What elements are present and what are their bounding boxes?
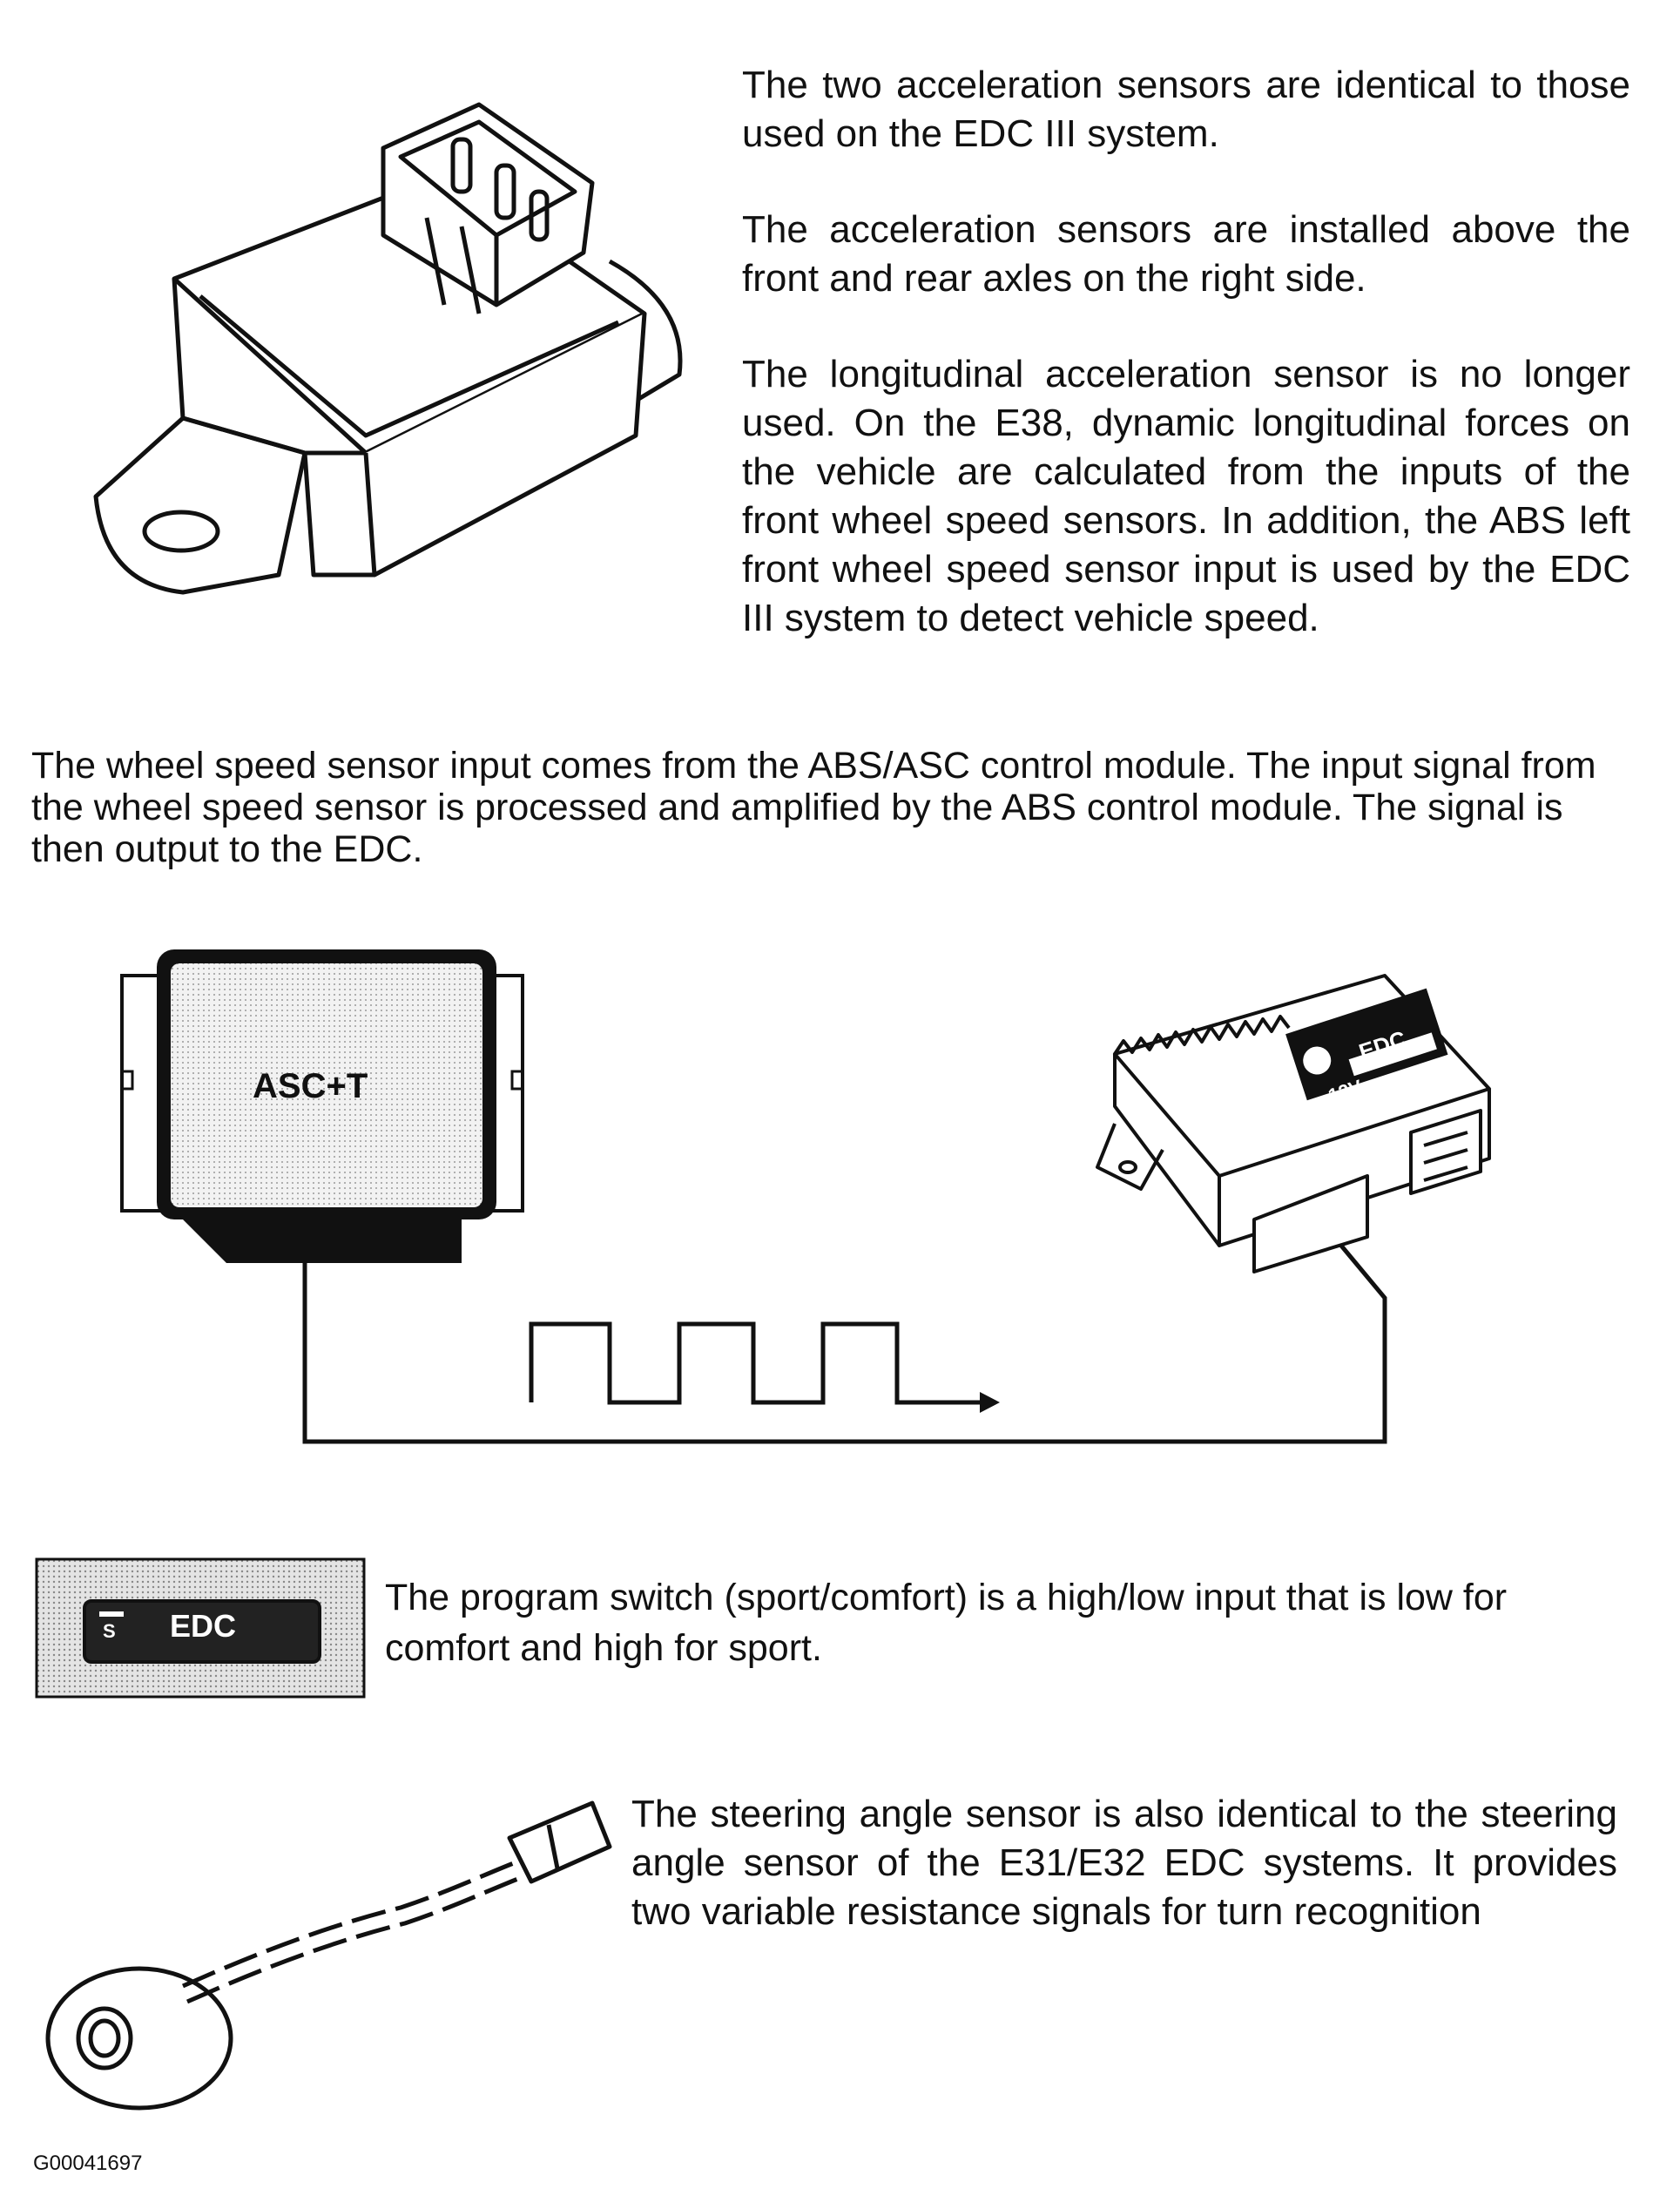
intro-paragraph-3: The longitudinal acceleration sensor is …: [742, 353, 1630, 639]
intro-paragraph-1: The two acceleration sensors are identic…: [742, 64, 1630, 155]
program-switch[interactable]: [35, 1557, 366, 1699]
steering-angle-sensor-illustration: [45, 1800, 612, 2111]
asc-label: ASC+T: [253, 1067, 368, 1105]
switch-edc-label: EDC: [170, 1608, 237, 1644]
intro-paragraph-2: The acceleration sensors are installed a…: [742, 208, 1630, 300]
program-switch-text: The program switch (sport/comfort) is a …: [385, 1577, 1508, 1669]
switch-s-label: S: [103, 1620, 116, 1642]
asc-control-module: [120, 949, 524, 1263]
edc-control-module: [1096, 974, 1491, 1273]
wheel-speed-paragraph: The wheel speed sensor input comes from …: [31, 745, 1596, 870]
acceleration-sensor-illustration: [93, 102, 683, 595]
steering-sensor-text: The steering angle sensor is also identi…: [631, 1793, 1617, 1933]
figure-code: G00041697: [33, 2152, 143, 2175]
